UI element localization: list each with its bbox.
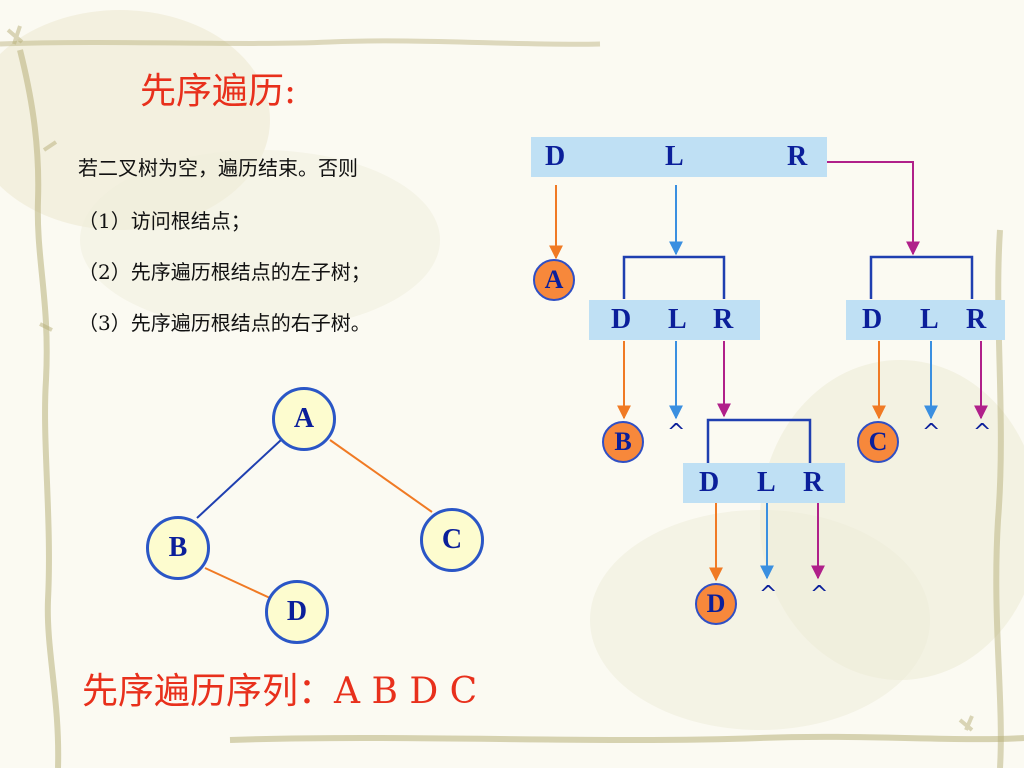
right-bar-r: R [966, 304, 987, 335]
empty-marker-d-right: ^ [810, 582, 829, 607]
right-bar-d: D [862, 304, 883, 335]
page-title: 先序遍历: [140, 71, 297, 112]
rule-line-intro: 若二叉树为空，遍历结束。否则 [78, 156, 358, 180]
lower-subtree-bracket [706, 418, 812, 463]
edge-a-b [196, 439, 282, 519]
rule-line-step2: （2）先序遍历根结点的左子树； [78, 260, 371, 284]
edge-b-d [204, 567, 271, 599]
rule-line-step3: （3）先序遍历根结点的右子树。 [78, 311, 371, 335]
rule-line-step1: （1）访问根结点； [78, 209, 251, 233]
tree-node-a: A [272, 387, 336, 451]
left-bar-d: D [611, 304, 632, 335]
right-bar-l: L [920, 304, 939, 335]
tree-node-d: D [265, 580, 329, 644]
empty-marker-c-left: ^ [922, 420, 941, 445]
tree-node-c: C [420, 508, 484, 572]
root-right-arrow [827, 161, 920, 256]
left-bar-l: L [668, 304, 687, 335]
visit-node-c: C [857, 421, 899, 463]
tree-node-b: B [146, 516, 210, 580]
right-subtree-bracket [869, 255, 974, 299]
lower-dlr-bar: D L R [683, 463, 845, 503]
visit-node-d: D [695, 583, 737, 625]
left-bar-r: R [713, 304, 734, 335]
root-bar-d: D [545, 141, 566, 172]
right-dlr-bar: D L R [846, 300, 1005, 340]
empty-marker-b-left: ^ [667, 420, 686, 445]
visit-node-b: B [602, 421, 644, 463]
root-bar-l: L [665, 141, 684, 172]
lower-bar-l: L [757, 467, 776, 498]
empty-marker-d-left: ^ [759, 582, 778, 607]
lower-bar-d: D [699, 467, 720, 498]
traversal-sequence: 先序遍历序列：A B D C [82, 671, 478, 712]
lower-bar-r: R [803, 467, 824, 498]
left-subtree-bracket [622, 255, 726, 299]
empty-marker-c-right: ^ [973, 420, 992, 445]
edge-a-c [329, 439, 433, 513]
left-dlr-bar: D L R [589, 300, 760, 340]
root-dlr-bar: D L R [531, 137, 827, 177]
root-bar-r: R [787, 141, 808, 172]
visit-node-a: A [533, 259, 575, 301]
